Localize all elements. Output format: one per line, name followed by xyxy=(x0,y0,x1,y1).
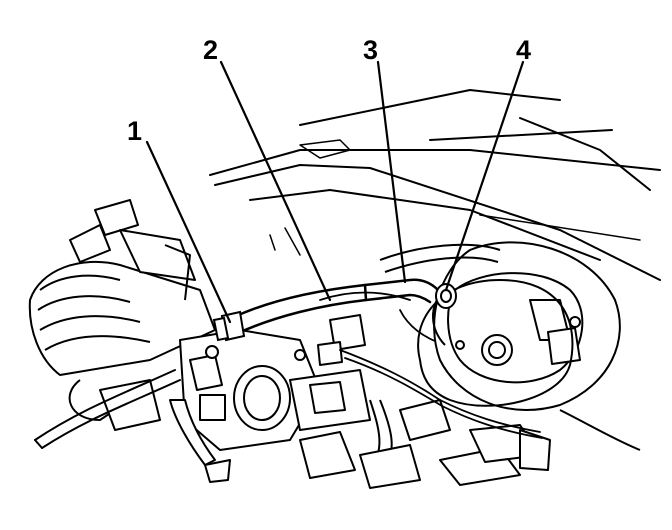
leader-line-3 xyxy=(376,60,407,284)
callout-1: 1 xyxy=(127,116,142,146)
hose-fitting-right xyxy=(435,283,457,309)
intake-manifold xyxy=(28,199,216,431)
callout-3: 3 xyxy=(363,35,378,65)
lower-components xyxy=(289,314,551,489)
brake-booster xyxy=(432,241,641,451)
callout-4: 4 xyxy=(516,35,531,65)
upper-hose-loop xyxy=(379,243,501,273)
leader-line-2 xyxy=(219,60,332,302)
leader-line-1 xyxy=(145,140,232,324)
throttle-body xyxy=(169,329,321,483)
leader-lines xyxy=(145,60,525,324)
left-vent-hose xyxy=(34,369,181,449)
leader-line-4 xyxy=(444,60,525,292)
vacuum-hose xyxy=(230,278,440,336)
callout-2: 2 xyxy=(203,35,218,65)
hose-fitting-left xyxy=(212,310,246,342)
